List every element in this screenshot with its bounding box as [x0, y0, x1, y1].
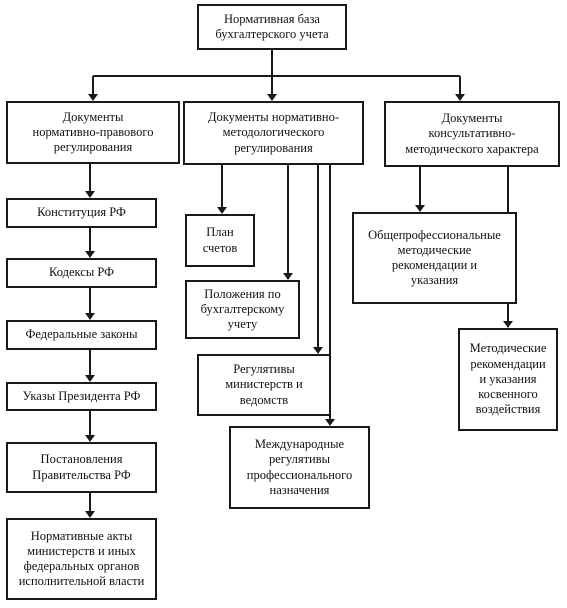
method-item-international-regulations: Международные регулятивы профессионально… — [229, 426, 370, 509]
legal-item-government-resolutions: Постановления Правительства РФ — [6, 442, 157, 493]
group-consultative-box: Документы консультативно- методического … — [384, 101, 560, 167]
root-box: Нормативная база бухгалтерского учета — [197, 4, 347, 50]
legal-item-constitution: Конституция РФ — [6, 198, 157, 228]
legal-item-federal-laws: Федеральные законы — [6, 320, 157, 350]
method-item-ministry-regulations: Регулятивы министерств и ведомств — [197, 354, 331, 416]
legal-item-presidential-decrees: Указы Президента РФ — [6, 382, 157, 411]
method-item-chart-of-accounts: План счетов — [185, 214, 255, 267]
legal-item-ministerial-acts: Нормативные акты министерств и иных феде… — [6, 518, 157, 600]
consult-item-indirect-recommendations: Методические рекомендации и указания кос… — [458, 328, 558, 431]
consult-item-general-recommendations: Общепрофессиональные методические рекоме… — [352, 212, 517, 304]
group-legal-box: Документы нормативно-правового регулиров… — [6, 101, 180, 164]
legal-item-codes: Кодексы РФ — [6, 258, 157, 288]
method-item-accounting-regulations: Положения по бухгалтерскому учету — [185, 280, 300, 339]
group-methodological-box: Документы нормативно- методологического … — [183, 101, 364, 165]
